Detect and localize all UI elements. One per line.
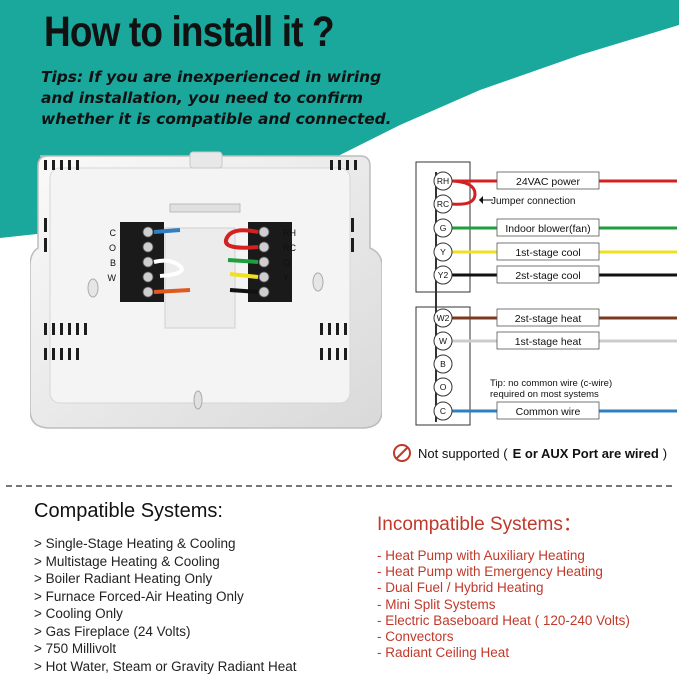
terminal-y2: Y2: [438, 270, 449, 280]
incompatible-heading: Incompatible Systems：: [377, 509, 677, 536]
jumper-wire: [452, 181, 475, 204]
wire-label-power: 24VAC power: [516, 176, 581, 188]
terminal-label-c: C: [110, 228, 117, 238]
terminal-w2: W2: [437, 313, 450, 323]
terminal-label-y: Y: [283, 273, 289, 283]
wire-label-heat2: 2st-stage heat: [515, 313, 582, 325]
terminal-rc: RC: [437, 199, 449, 209]
jumper-label: Jumper connection: [491, 196, 576, 207]
terminal-label-g: G: [283, 258, 290, 268]
list-item: > Single-Stage Heating & Cooling: [34, 535, 354, 553]
common-wire-tip: required on most systems: [490, 389, 599, 400]
compatible-heading: Compatible Systems:: [34, 500, 354, 523]
thermostat-back-plate: C O B W RH RC G Y: [30, 148, 382, 438]
terminal-c: C: [440, 406, 446, 416]
page-title: How to install it ?: [44, 8, 334, 57]
list-item: - Radiant Ceiling Heat: [377, 645, 677, 661]
terminal-label-rh: RH: [283, 228, 296, 238]
list-item: > Gas Fireplace (24 Volts): [34, 623, 354, 641]
wire-label-cool1: 1st-stage cool: [515, 247, 580, 259]
wiring-diagram: Jumper connection RH RC G Y Y2 W2 W B O …: [395, 160, 679, 432]
wire-label-cool2: 2st-stage cool: [515, 270, 580, 282]
list-item: - Heat Pump with Emergency Heating: [377, 564, 677, 580]
not-supported-prefix: Not supported (: [418, 446, 508, 461]
compatible-systems: Compatible Systems: > Single-Stage Heati…: [34, 500, 354, 675]
terminal-b: B: [440, 359, 446, 369]
terminal-label-o: O: [109, 243, 116, 253]
list-item: - Heat Pump with Auxiliary Heating: [377, 548, 677, 564]
list-item: - Convectors: [377, 629, 677, 645]
tips-line: whether it is compatible and connected.: [41, 109, 461, 130]
tips-line: Tips: If you are inexperienced in wiring: [41, 67, 461, 88]
list-item: - Dual Fuel / Hybrid Heating: [377, 580, 677, 596]
list-item: > Furnace Forced-Air Heating Only: [34, 588, 354, 606]
list-item: - Electric Baseboard Heat ( 120-240 Volt…: [377, 613, 677, 629]
list-item: > 750 Millivolt: [34, 640, 354, 658]
list-item: > Cooling Only: [34, 605, 354, 623]
terminal-label-rc: RC: [283, 243, 296, 253]
not-supported-suffix: ): [663, 446, 667, 461]
list-item: > Boiler Radiant Heating Only: [34, 570, 354, 588]
incompatible-list: - Heat Pump with Auxiliary Heating - Hea…: [377, 548, 677, 661]
wire-label-fan: Indoor blower(fan): [505, 223, 590, 235]
terminal-y: Y: [440, 247, 446, 257]
terminal-label-w: W: [108, 273, 117, 283]
list-item: - Mini Split Systems: [377, 597, 677, 613]
terminal-g: G: [440, 223, 447, 233]
terminal-label-b: B: [110, 258, 116, 268]
incompatible-systems: Incompatible Systems： - Heat Pump with A…: [377, 509, 677, 661]
tips-text: Tips: If you are inexperienced in wiring…: [41, 67, 461, 130]
terminal-w: W: [439, 336, 447, 346]
terminal-rh: RH: [437, 176, 449, 186]
section-divider: [6, 485, 672, 487]
list-item: > Hot Water, Steam or Gravity Radiant He…: [34, 658, 354, 675]
not-supported-note: Not supported ( E or AUX Port are wired …: [392, 442, 667, 464]
common-wire-tip: Tip: no common wire (c-wire): [490, 378, 612, 389]
compatible-list: > Single-Stage Heating & Cooling > Multi…: [34, 535, 354, 675]
prohibited-icon: [392, 443, 412, 463]
wire-label-common: Common wire: [516, 406, 581, 418]
terminal-o: O: [440, 382, 447, 392]
wire-label-heat1: 1st-stage heat: [515, 336, 582, 348]
tips-line: and installation, you need to confirm: [41, 88, 461, 109]
not-supported-detail: E or AUX Port are wired: [513, 446, 659, 461]
list-item: > Multistage Heating & Cooling: [34, 553, 354, 571]
